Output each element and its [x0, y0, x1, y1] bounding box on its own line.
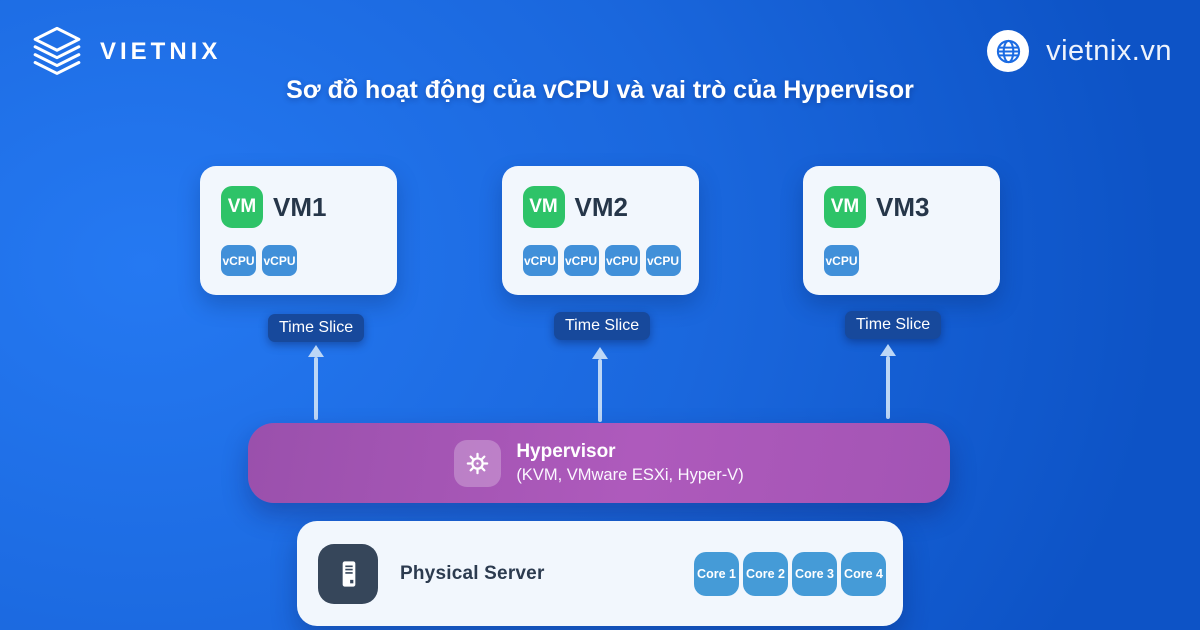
site-link: vietnix.vn [987, 30, 1172, 72]
time-slice-badge-2: Time Slice [554, 312, 651, 340]
vm2-name: VM2 [574, 191, 628, 222]
up-arrow-2 [592, 347, 608, 422]
vm3-vcpu-list: vCPU [824, 245, 1000, 276]
time-slice-badge-3: Time Slice [845, 311, 942, 339]
vm3-card: VM VM3 vCPU [803, 166, 1000, 295]
arrow-line [314, 357, 318, 420]
vcpu-chip: vCPU [824, 245, 859, 276]
arrow-line [886, 356, 890, 419]
core-chip: Core 3 [792, 551, 837, 596]
up-arrow-3 [880, 344, 896, 419]
vietnix-logo: VIETNIX [28, 24, 221, 80]
hypervisor-subtitle: (KVM, VMware ESXi, Hyper-V) [516, 466, 744, 484]
vm3-name: VM3 [876, 191, 930, 222]
vm2-header: VM VM2 [522, 186, 699, 228]
vm-badge-icon: VM [824, 186, 866, 228]
vm-badge-icon: VM [522, 186, 565, 228]
time-slice-badge-1: Time Slice [268, 314, 365, 342]
arrow-head-icon [880, 344, 896, 356]
vcpu-chip: vCPU [645, 245, 681, 276]
hypervisor-bar: Hypervisor (KVM, VMware ESXi, Hyper-V) [248, 423, 950, 503]
arrow-line [598, 359, 602, 422]
vcpu-chip: vCPU [563, 245, 599, 276]
server-icon [318, 543, 378, 604]
gear-icon [454, 439, 502, 487]
vcpu-chip: vCPU [604, 245, 640, 276]
site-url: vietnix.vn [1046, 34, 1172, 67]
vcpu-chip: vCPU [221, 245, 256, 276]
core-chip: Core 2 [743, 551, 788, 596]
core-chip: Core 1 [694, 551, 739, 596]
arrow-head-icon [592, 347, 608, 359]
page-title: Sơ đồ hoạt động của vCPU và vai trò của … [286, 76, 914, 104]
vm1-name: VM1 [273, 191, 327, 222]
vm3-header: VM VM3 [824, 186, 1000, 228]
core-chip: Core 4 [841, 551, 886, 596]
hypervisor-text: Hypervisor (KVM, VMware ESXi, Hyper-V) [516, 441, 743, 485]
vm1-header: VM VM1 [221, 186, 397, 228]
logo-text: VIETNIX [100, 38, 222, 65]
physical-server-label: Physical Server [400, 562, 545, 584]
up-arrow-1 [308, 345, 324, 420]
vcpu-chip: vCPU [522, 245, 558, 276]
hypervisor-title: Hypervisor [516, 441, 616, 462]
vm-badge-icon: VM [221, 186, 263, 228]
globe-icon [987, 30, 1030, 72]
vcpu-chip: vCPU [262, 245, 297, 276]
arrow-head-icon [308, 345, 324, 357]
stacked-layers-icon [33, 26, 81, 75]
